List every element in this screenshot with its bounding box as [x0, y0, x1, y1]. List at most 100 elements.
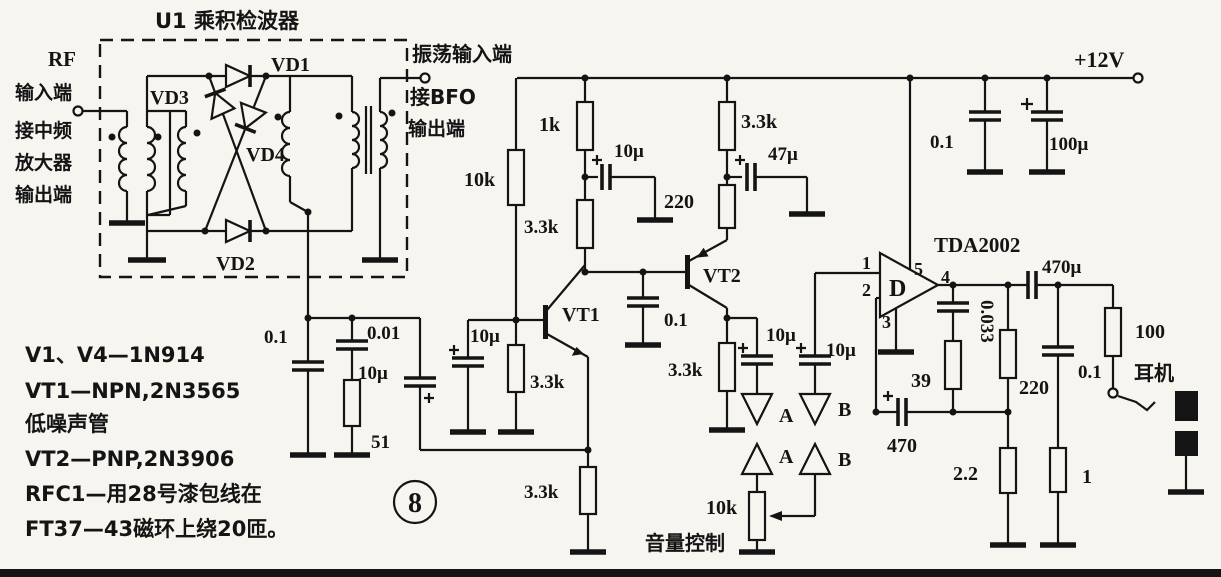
label-load-top: 1k: [539, 114, 561, 136]
label-pin3: 3: [882, 312, 891, 332]
figure-number: 8: [408, 488, 422, 519]
transistor-vt1: VT1: [516, 264, 600, 358]
osc-input-label: 振荡输入端: [412, 42, 512, 66]
diode-ring: VD1 VD3 VD4 VD2: [147, 54, 352, 275]
scan-edge: [0, 569, 1221, 577]
label-volume: 音量控制: [645, 531, 725, 555]
label-conn-b1: B: [838, 399, 851, 421]
transistor-vt2: VT2: [685, 228, 741, 318]
label-vd4: VD4: [246, 144, 285, 166]
vt2-stage: 3.3k 47μ VT2 3.3k: [645, 78, 856, 555]
rf-label: RF: [48, 47, 76, 71]
note-line-5: RFC1—用28号漆包线在: [25, 482, 262, 506]
note-line-6: FT37—43磁环上绕20匝。: [25, 517, 288, 541]
input-line-2: 接中频: [15, 119, 72, 142]
rf-input-labels: RF 输入端 接中频 放大器 输出端: [14, 47, 76, 206]
label-pin1: 1: [862, 253, 871, 273]
diode-vd2-symbol: [224, 218, 253, 244]
label-d: D: [889, 276, 906, 302]
label-vt1: VT1: [562, 304, 600, 326]
power-terminal: [1132, 72, 1144, 84]
label-emitter-res: 3.3k: [524, 482, 559, 503]
label-base-res: 3.3k: [530, 372, 565, 393]
label-fb-cap2: 470: [887, 435, 917, 457]
phase-dot: [108, 133, 116, 141]
bfo-line-1: 接BFO: [410, 85, 476, 109]
diode-vd4-symbol: [234, 101, 269, 134]
label-fb-res: 39: [911, 370, 931, 392]
label-cap-b: 10μ: [826, 340, 856, 361]
label-power-filter: 100μ: [1049, 134, 1089, 155]
phase-dot: [274, 113, 282, 121]
note-line-2: VT1—NPN,2N3565: [25, 379, 240, 403]
power-rail: +12V 0.1 100μ: [517, 47, 1144, 175]
label-cap-a: 10μ: [766, 325, 796, 346]
bfo-input-terminal: [419, 72, 431, 84]
note-line-1: V1、V4—1N914: [25, 343, 205, 367]
diode-vd3-symbol: [204, 87, 237, 121]
input-line-3: 放大器: [14, 151, 73, 174]
audio-front-end: 0.1 0.01 51 10μ: [264, 212, 588, 458]
label-pin2: 2: [862, 280, 871, 300]
label-fb-res2: 220: [1019, 377, 1049, 399]
phase-dot: [388, 109, 396, 117]
notes-block: V1、V4—1N914 VT1—NPN,2N3565 低噪声管 VT2—PNP,…: [24, 343, 288, 541]
vt1-stage: 10k 10μ 3.3k 1k 3.3k 10μ 220: [449, 78, 694, 555]
figure-number-badge: 8: [392, 479, 438, 525]
connector-b-out: [798, 392, 832, 427]
diode-vd1-symbol: [224, 63, 253, 89]
label-hp-res: 51: [371, 432, 390, 453]
label-bypass-47u: 47μ: [768, 144, 798, 165]
label-coupling-cap: 10μ: [358, 363, 388, 384]
transformer-t1: [72, 76, 201, 263]
label-load-bottom: 3.3k: [524, 217, 559, 238]
label-vd3: VD3: [150, 87, 189, 109]
label-bias-res: 10k: [464, 169, 496, 191]
input-line-1: 输入端: [15, 81, 72, 104]
connector-a-out: [740, 392, 774, 427]
label-base-bypass: 10μ: [470, 326, 500, 347]
label-det-cap: 0.1: [264, 327, 288, 348]
label-out-cap: 470μ: [1042, 257, 1082, 278]
label-decouple-val: 220: [664, 191, 694, 213]
tda2002-amp: D TDA2002 1 2 5 4 3 470 0.033 39: [815, 78, 1204, 548]
transformer-t2: [274, 72, 431, 263]
label-power-bypass: 0.1: [930, 132, 954, 153]
note-line-4: VT2—PNP,2N3906: [25, 447, 234, 471]
label-vt2-top-res: 3.3k: [741, 111, 778, 133]
label-load-res: 100: [1135, 321, 1165, 343]
label-hp-cap: 0.01: [367, 323, 400, 344]
note-line-3: 低噪声管: [24, 412, 109, 436]
label-vd1: VD1: [271, 54, 310, 76]
detector-box: U1 乘积检波器: [98, 9, 409, 279]
volume-pot: 10k 音量控制: [645, 490, 815, 555]
phone-jack-terminal: [1107, 387, 1119, 399]
label-decouple-cap: 10μ: [614, 141, 644, 162]
connector-b-in: [798, 441, 832, 476]
label-conn-b2: B: [838, 449, 851, 471]
phase-dot: [193, 129, 201, 137]
label-vt2: VT2: [703, 265, 741, 287]
detector-title: U1 乘积检波器: [155, 9, 300, 33]
label-zobel-res: 1: [1082, 466, 1092, 488]
label-zobel-cap: 0.1: [1078, 362, 1102, 383]
label-12v: +12V: [1074, 47, 1125, 72]
label-conn-a2: A: [779, 446, 794, 468]
input-line-4: 输出端: [15, 183, 72, 206]
bfo-labels: 振荡输入端 接BFO 输出端: [408, 42, 512, 140]
label-fb-res3: 2.2: [953, 463, 978, 485]
phase-dot: [335, 112, 343, 120]
label-ic: TDA2002: [934, 233, 1020, 257]
label-fb-cap: 0.033: [976, 300, 997, 343]
rf-input-terminal: [72, 105, 84, 117]
label-pin4: 4: [941, 267, 950, 287]
bfo-line-2: 输出端: [408, 117, 465, 140]
connector-a-in: [740, 441, 774, 476]
label-pot: 10k: [706, 497, 738, 519]
label-vd2: VD2: [216, 253, 255, 275]
label-pin5: 5: [914, 259, 923, 279]
label-collector-bypass: 0.1: [664, 310, 688, 331]
earphone-plug-icon: [1168, 391, 1204, 495]
label-phones: 耳机: [1134, 361, 1174, 385]
